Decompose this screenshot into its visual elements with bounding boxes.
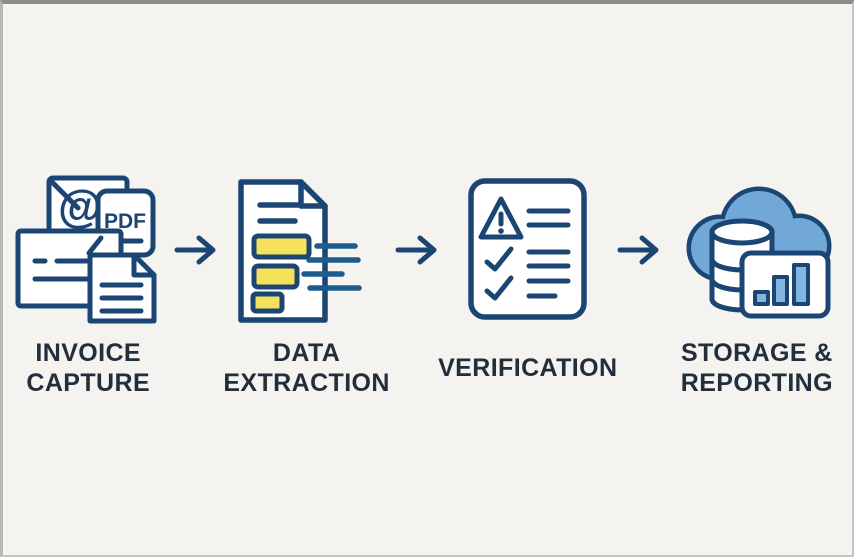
checkmark-icon-2 xyxy=(484,275,514,301)
warning-triangle-icon xyxy=(478,196,524,240)
flow-arrow-1 xyxy=(173,230,219,270)
bar-3 xyxy=(791,263,810,306)
step-storage-reporting: STORAGE & REPORTING xyxy=(662,170,852,398)
paper-document-icon xyxy=(87,252,157,324)
paper-fold xyxy=(131,252,157,278)
step-label-data-extraction: DATA EXTRACTION xyxy=(223,338,390,398)
card-corner-mark xyxy=(86,235,104,256)
storage-reporting-icon xyxy=(672,170,842,328)
arrow-right-icon xyxy=(617,235,659,265)
highlight-field-2 xyxy=(251,263,300,290)
arrow-right-icon xyxy=(174,235,216,265)
data-extraction-icon xyxy=(227,170,387,328)
report-chart-icon xyxy=(739,250,831,319)
arrow-right-icon xyxy=(395,235,437,265)
flow-arrow-3 xyxy=(616,230,662,270)
invoice-capture-icon: @ PDF xyxy=(13,170,163,328)
step-verification: VERIFICATION xyxy=(438,170,617,398)
storage-reporting-icon-svg xyxy=(686,186,832,319)
verification-icon-svg xyxy=(468,178,587,320)
pdf-label: PDF xyxy=(104,210,146,233)
label-box: STORAGE & REPORTING xyxy=(681,338,833,398)
step-label-invoice-capture: INVOICE CAPTURE xyxy=(26,338,151,398)
step-invoice-capture: @ PDF xyxy=(3,170,173,398)
email-at-icon: @ xyxy=(58,181,102,232)
data-extraction-icon-svg xyxy=(237,179,362,323)
label-box: INVOICE CAPTURE xyxy=(26,338,150,398)
warning-exclamation-dot xyxy=(497,228,504,234)
step-label-storage-reporting: STORAGE & REPORTING xyxy=(680,338,833,398)
invoice-capture-icon-svg: @ PDF xyxy=(15,175,157,324)
process-flow: @ PDF xyxy=(3,4,852,398)
label-box: DATA EXTRACTION xyxy=(223,338,390,398)
verification-icon xyxy=(463,170,593,328)
step-data-extraction: DATA EXTRACTION xyxy=(219,170,393,398)
highlight-field-3 xyxy=(250,291,285,314)
label-box: VERIFICATION xyxy=(438,338,617,398)
checkmark-icon-1 xyxy=(484,246,514,272)
flow-arrow-2 xyxy=(394,230,440,270)
highlight-field-1 xyxy=(251,233,312,260)
step-label-verification: VERIFICATION xyxy=(438,353,618,382)
bar-1 xyxy=(752,290,770,306)
bar-2 xyxy=(771,275,789,306)
envelope-flap-line xyxy=(49,179,81,211)
